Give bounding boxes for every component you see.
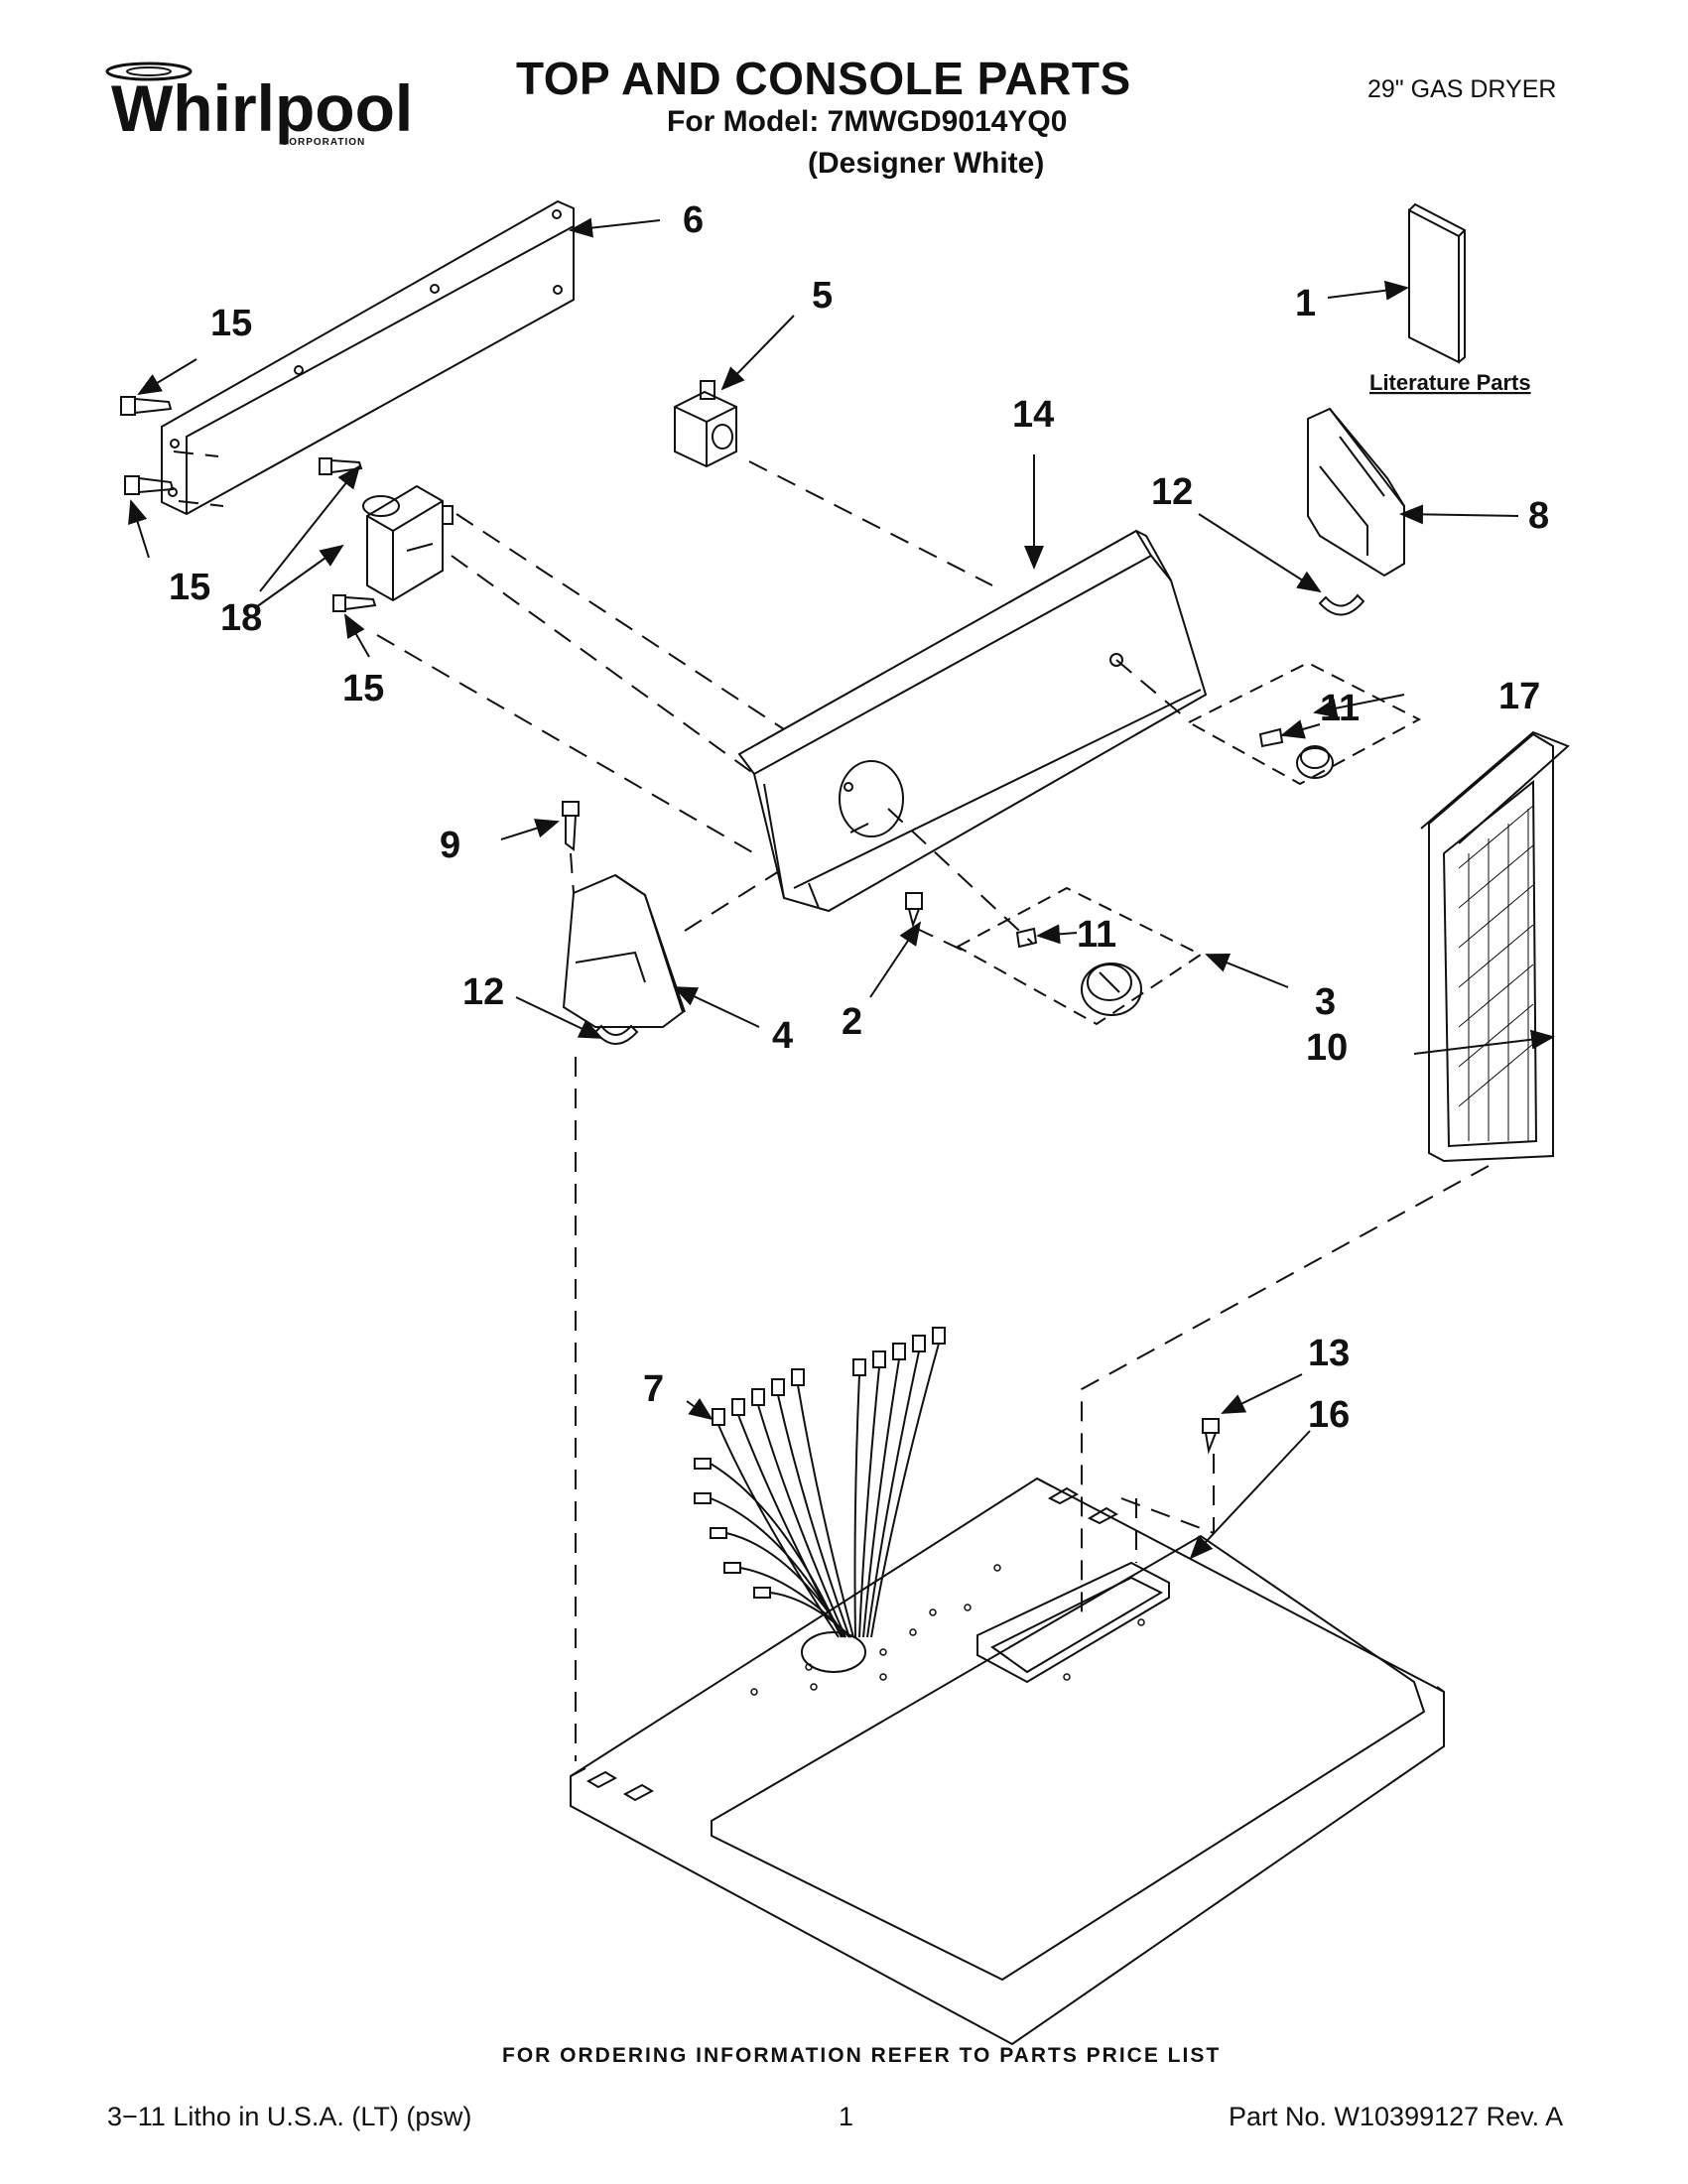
logo-corporation: CORPORATION bbox=[281, 137, 365, 148]
callout-6: 6 bbox=[683, 199, 704, 241]
part-5-timer bbox=[674, 380, 737, 468]
screw-13 bbox=[1202, 1418, 1220, 1455]
part-14-console bbox=[737, 529, 1208, 913]
part-18-switch bbox=[362, 484, 454, 602]
part-12-clip-right bbox=[1318, 593, 1365, 616]
callout-numbers: 6 1 5 14 12 8 15 15 18 15 17 11 9 11 12 … bbox=[169, 199, 1549, 1436]
product-label: 29" GAS DRYER bbox=[1367, 75, 1557, 103]
kit-17-knob bbox=[1186, 661, 1422, 786]
part-number: Part No. W10399127 Rev. A bbox=[1229, 2102, 1564, 2131]
callout-7: 7 bbox=[643, 1368, 664, 1410]
callout-15-top: 15 bbox=[210, 303, 252, 344]
part-4-end-cap bbox=[562, 873, 686, 1028]
variant-line: (Designer White) bbox=[808, 147, 1045, 180]
callout-9: 9 bbox=[440, 825, 460, 866]
leader-arrows bbox=[128, 217, 1555, 1560]
callout-11-upper: 11 bbox=[1320, 688, 1360, 729]
callout-4: 4 bbox=[772, 1015, 793, 1057]
callout-3: 3 bbox=[1315, 981, 1336, 1023]
callout-17: 17 bbox=[1498, 676, 1540, 717]
logo-wordmark: Whirlpool bbox=[111, 71, 413, 145]
litho-info: 3−11 Litho in U.S.A. (LT) (psw) bbox=[107, 2102, 472, 2131]
part-10-lint-screen bbox=[1420, 730, 1570, 1163]
part-16-top-panel bbox=[570, 1477, 1445, 2046]
callout-12-left: 12 bbox=[462, 971, 504, 1013]
callout-15-left: 15 bbox=[169, 567, 210, 608]
part-1-literature bbox=[1408, 202, 1466, 364]
part-6-bracket bbox=[161, 199, 575, 516]
screw-15-lower bbox=[332, 594, 377, 612]
callout-16: 16 bbox=[1308, 1394, 1350, 1436]
literature-parts-label: Literature Parts bbox=[1369, 370, 1531, 395]
part-8-hinge bbox=[1307, 407, 1405, 578]
callout-13: 13 bbox=[1308, 1333, 1350, 1374]
screw-15-left bbox=[124, 475, 175, 495]
screw-2 bbox=[905, 892, 923, 929]
whirlpool-logo: Whirlpool CORPORATION bbox=[105, 62, 413, 148]
callout-8: 8 bbox=[1528, 495, 1549, 537]
callout-10: 10 bbox=[1306, 1027, 1348, 1069]
callout-12-right: 12 bbox=[1151, 471, 1193, 513]
page-number: 1 bbox=[839, 2102, 854, 2131]
callout-2: 2 bbox=[842, 1001, 862, 1043]
callout-14: 14 bbox=[1012, 394, 1054, 436]
screw-9 bbox=[562, 801, 580, 851]
part-12-clip-left bbox=[593, 1024, 639, 1045]
page-title: TOP AND CONSOLE PARTS bbox=[516, 53, 1131, 104]
callout-1: 1 bbox=[1295, 283, 1316, 324]
assembly-lines bbox=[173, 450, 1490, 1761]
callout-18: 18 bbox=[220, 597, 262, 639]
callout-5: 5 bbox=[812, 275, 833, 317]
model-line: For Model: 7MWGD9014YQ0 bbox=[667, 105, 1068, 138]
ordering-note: FOR ORDERING INFORMATION REFER TO PARTS … bbox=[502, 2044, 1222, 2067]
screw-15-top bbox=[120, 396, 173, 416]
callout-15-lower: 15 bbox=[342, 668, 384, 709]
kit-3-knob bbox=[955, 886, 1203, 1026]
callout-11-lower: 11 bbox=[1077, 914, 1116, 956]
part-7-wire-harness bbox=[694, 1327, 946, 1638]
